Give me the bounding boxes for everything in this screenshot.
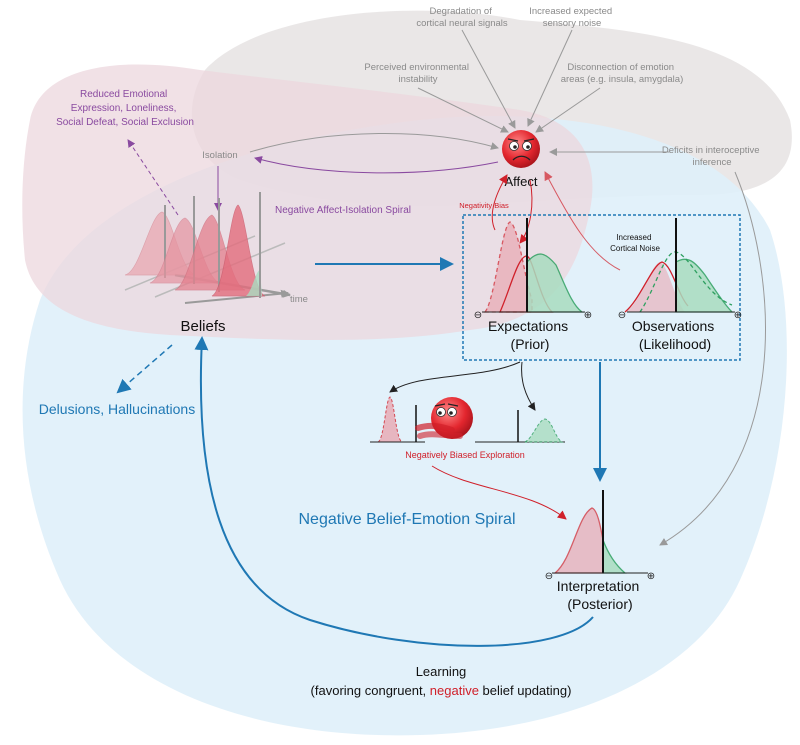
arrow-disconnection-to-affect — [535, 87, 601, 133]
prior-likelihood-box — [462, 214, 741, 361]
interpretation-label: Interpretation (Posterior) — [557, 578, 643, 612]
arrow-affect-to-prior — [519, 179, 533, 244]
learning-description-post: belief updating) — [479, 683, 572, 698]
svg-text:⊖: ⊖ — [545, 571, 553, 582]
learning-label: Learning — [416, 664, 467, 679]
learning-description: (favoring congruent, negative belief upd… — [311, 683, 572, 698]
increased-cortical-noise-label: Increased Cortical Noise — [610, 233, 660, 253]
beliefs-distribution-plot: time — [124, 192, 308, 305]
label-affect-isolation-spiral: Negative Affect-Isolation Spiral — [275, 205, 411, 216]
belief-emotion-spiral-label: Negative Belief-Emotion Spiral — [299, 511, 516, 528]
biased-exploration-label: Negatively Biased Exploration — [405, 450, 525, 460]
svg-text:⊕: ⊕ — [584, 310, 592, 321]
expectations-plot: ⊖ ⊕ — [474, 218, 592, 321]
arrow-beliefs-to-delusions — [116, 344, 173, 394]
learning-description-negative: negative — [430, 683, 479, 698]
negativity-bias-label: Negativity Bias — [459, 201, 509, 210]
arrow-beliefs-to-expression — [127, 139, 179, 216]
delusions-label: Delusions, Hallucinations — [39, 401, 195, 417]
arrow-affect-to-isolation — [254, 156, 499, 174]
observations-label: Observations (Likelihood) — [632, 318, 718, 352]
time-label: time — [290, 294, 308, 305]
arrow-instability-to-affect — [417, 87, 509, 133]
svg-text:⊕: ⊕ — [647, 571, 655, 582]
expectations-label: Expectations (Prior) — [488, 318, 572, 352]
arrow-prior-to-right-exploration — [521, 361, 536, 411]
interpretation-plot: ⊖ ⊕ — [545, 490, 655, 582]
label-isolation: Isolation — [202, 150, 237, 161]
label-degradation: Degradation of cortical neural signals — [416, 6, 508, 29]
arrow-negativity-bias-to-affect — [491, 174, 508, 231]
label-increased-noise: Increased expected sensory noise — [529, 6, 615, 29]
arrow-prior-to-left-exploration — [389, 361, 521, 393]
learning-description-pre: (favoring congruent, — [311, 683, 430, 698]
label-disconnection: Disconnection of emotion areas (e.g. ins… — [561, 62, 684, 85]
arrow-isolation-to-affect — [249, 133, 499, 153]
arrow-noise-to-affect — [527, 29, 573, 127]
arrow-degradation-to-affect — [461, 29, 516, 129]
exploring-face-icon — [415, 397, 473, 439]
svg-text:⊕: ⊕ — [734, 310, 742, 321]
label-reduced-expression: Reduced Emotional Expression, Loneliness… — [56, 89, 194, 128]
affect-label: Affect — [504, 174, 537, 189]
observations-plot: ⊖ ⊕ — [618, 218, 742, 321]
label-perceived-instability: Perceived environmental instability — [364, 62, 471, 85]
svg-text:⊖: ⊖ — [618, 310, 626, 321]
arrow-interpretation-to-beliefs — [194, 336, 594, 647]
beliefs-label: Beliefs — [180, 318, 225, 335]
label-deficits: Deficits in interoceptive inference — [662, 145, 762, 168]
arrow-observations-to-affect — [544, 171, 621, 271]
affect-face-icon — [502, 130, 540, 168]
arrow-exploration-to-interpretation — [431, 465, 567, 520]
right-exploration-plot — [475, 410, 565, 443]
left-exploration-plot — [370, 396, 425, 443]
svg-text:⊖: ⊖ — [474, 310, 482, 321]
arrow-deficits-to-interpretation — [659, 171, 766, 546]
